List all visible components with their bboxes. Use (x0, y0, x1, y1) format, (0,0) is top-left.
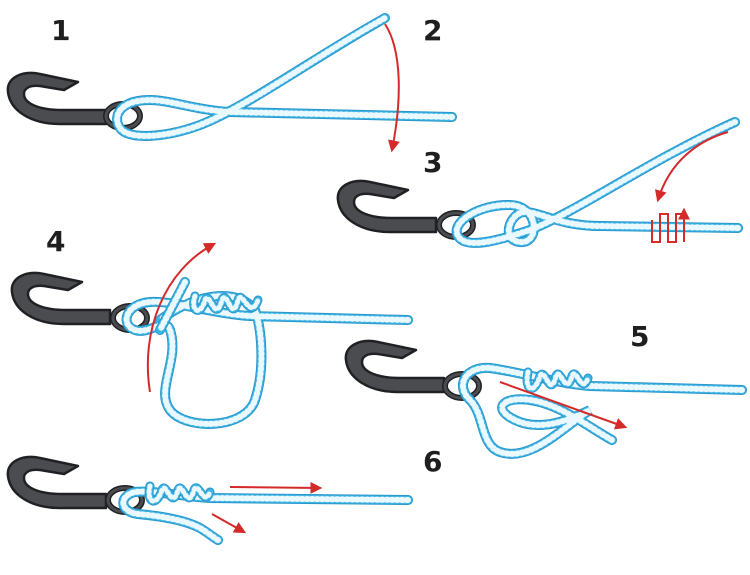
fishing-line (118, 486, 413, 545)
red-arrow-icon (146, 242, 217, 393)
step-6-illustration (6, 455, 413, 545)
fishing-hook-icon (336, 179, 476, 240)
knot-coils (189, 291, 263, 315)
step-number-3: 3 (423, 146, 443, 179)
step-number-5: 5 (630, 320, 650, 353)
knot-coils (144, 481, 215, 506)
step-4-illustration (10, 242, 413, 429)
red-arrow-icon (655, 131, 729, 203)
fishing-line (458, 362, 747, 459)
red-arrow-icon (499, 381, 628, 430)
red-arrow-icon (211, 513, 247, 534)
step-3-illustration (336, 117, 743, 248)
knot-coils (522, 367, 593, 393)
fishing-line (451, 117, 743, 248)
fishing-hook-icon (6, 455, 145, 515)
red-arrow-icon (384, 23, 400, 153)
red-arrow-icon (229, 481, 323, 494)
step-number-2: 2 (423, 14, 443, 47)
step-number-1: 1 (51, 14, 71, 47)
step-5-illustration (344, 339, 747, 459)
step-number-6: 6 (423, 445, 443, 478)
step-number-4: 4 (46, 225, 66, 258)
step-1-illustration (6, 13, 457, 153)
fishing-line (112, 13, 457, 141)
